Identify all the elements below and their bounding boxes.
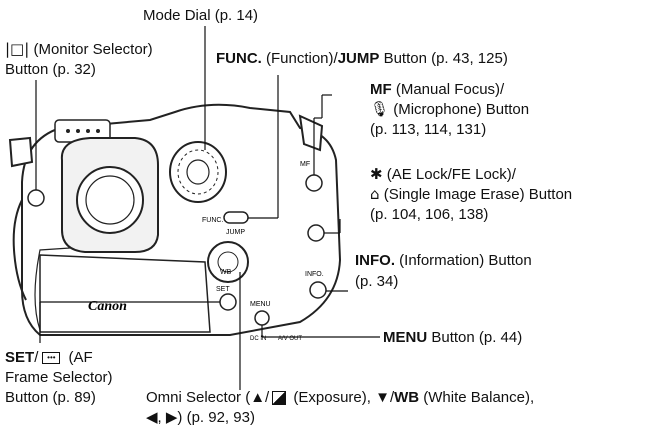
wb-label: WB bbox=[220, 269, 232, 276]
info-cam-label: INFO. bbox=[305, 271, 324, 278]
grip-edge bbox=[12, 199, 27, 301]
erase-icon: ⌂ bbox=[370, 185, 380, 203]
mf-callout-line3: (p. 113, 114, 131) bbox=[370, 121, 487, 138]
omni-callout-line2: ◀, ▶) (p. 92, 93) bbox=[146, 409, 255, 426]
monitor-selector-button[interactable] bbox=[27, 189, 45, 207]
mode-dial[interactable] bbox=[169, 141, 227, 203]
set-cam-label: SET bbox=[216, 286, 230, 293]
leader-lines bbox=[35, 26, 380, 390]
ae-lock-callout-line3: (p. 104, 106, 138) bbox=[370, 206, 489, 223]
af-frame-icon: ••• bbox=[42, 352, 61, 365]
func-label: FUNC. bbox=[202, 217, 223, 224]
set-callout-line2: Frame Selector) bbox=[5, 369, 113, 386]
info-callout-line2: (p. 34) bbox=[355, 273, 399, 290]
jump-label: JUMP bbox=[226, 229, 245, 236]
mf-microphone-button[interactable] bbox=[305, 174, 323, 192]
hot-shoe-contacts bbox=[66, 129, 100, 133]
av-out-label: A/V OUT bbox=[278, 336, 302, 342]
strap-lug-right bbox=[298, 114, 324, 152]
canon-logo: Canon bbox=[88, 299, 127, 314]
mf-callout-line1: MF (Manual Focus)/ bbox=[370, 81, 505, 98]
omni-selector[interactable] bbox=[207, 241, 249, 283]
strap-lug-left bbox=[8, 136, 34, 168]
monitor-selector-page: Button (p. 32) bbox=[5, 61, 96, 78]
mf-callout-line2: 🎙︎ (Microphone) Button bbox=[370, 100, 530, 118]
exposure-icon bbox=[272, 391, 287, 406]
set-callout-line3: Button (p. 89) bbox=[5, 389, 96, 406]
menu-callout: MENU Button (p. 44) bbox=[383, 329, 523, 346]
func-jump-button[interactable] bbox=[223, 211, 249, 224]
microphone-icon: 🎙︎ bbox=[370, 100, 390, 118]
set-button[interactable] bbox=[219, 293, 237, 311]
dc-in-label: DC IN bbox=[250, 336, 266, 342]
lcd-panel bbox=[39, 254, 211, 333]
menu-button[interactable] bbox=[254, 310, 270, 326]
info-button[interactable] bbox=[309, 281, 327, 299]
monitor-selector-icon: |□| bbox=[5, 40, 30, 58]
info-callout-line1: INFO. (Information) Button bbox=[355, 252, 532, 269]
viewfinder-lens bbox=[85, 175, 135, 225]
omni-callout-line1: Omni Selector (▲/ (Exposure), ▼/WB (Whit… bbox=[146, 389, 535, 406]
ae-lock-erase-button[interactable] bbox=[307, 224, 325, 242]
mf-cam-label: MF bbox=[300, 161, 310, 168]
mode-dial-label: Mode Dial (p. 14) bbox=[143, 7, 259, 24]
body-seam bbox=[34, 247, 71, 331]
monitor-selector-label: |□| (Monitor Selector) bbox=[5, 40, 153, 58]
ae-lock-callout-line2: ⌂ (Single Image Erase) Button bbox=[370, 185, 573, 203]
menu-cam-label: MENU bbox=[250, 301, 271, 308]
ae-lock-icon: ✱ bbox=[370, 165, 383, 183]
func-jump-callout: FUNC. (Function)/JUMP Button (p. 43, 125… bbox=[216, 50, 508, 67]
set-callout-line1: SET/••• (AF bbox=[5, 349, 93, 366]
ae-lock-callout-line1: ✱ (AE Lock/FE Lock)/ bbox=[370, 165, 516, 183]
